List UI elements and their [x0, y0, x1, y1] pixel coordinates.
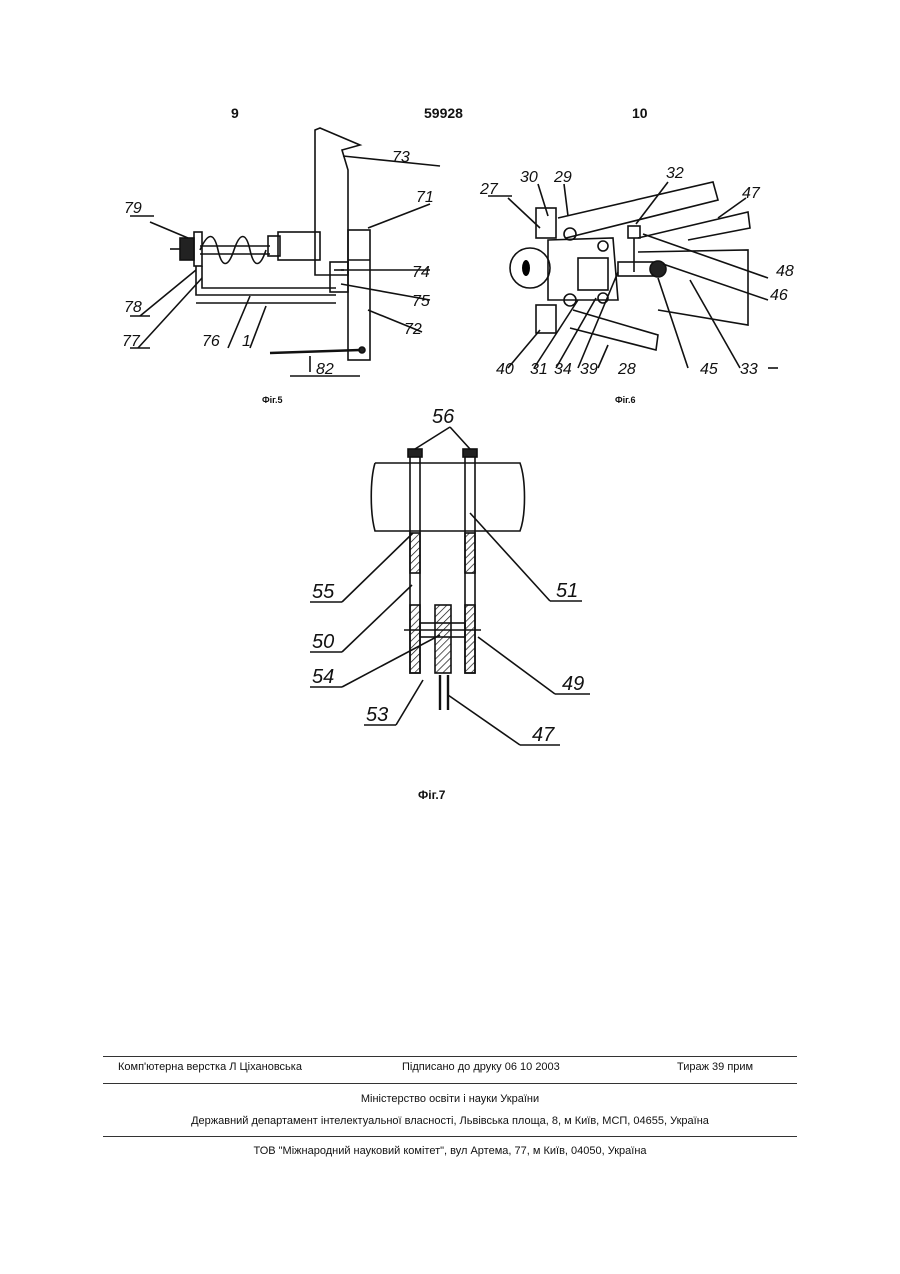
figure-5: 73 71 79 74 78 75 72 77 76 1 82 — [110, 120, 470, 385]
footer-publisher: ТОВ "Міжнародний науковий комітет", вул … — [0, 1145, 900, 1157]
fig7-caption: Фіг.7 — [418, 788, 445, 802]
fig6-label-46: 46 — [770, 287, 788, 304]
fig6-drawing — [488, 182, 778, 368]
fig7-label-53: 53 — [366, 704, 388, 726]
fig6-label-39: 39 — [580, 361, 598, 378]
fig7-label-51: 51 — [556, 580, 578, 602]
fig7-label-47: 47 — [532, 724, 555, 746]
fig6-label-48: 48 — [776, 263, 794, 280]
footer-circulation: Тираж 39 прим — [677, 1061, 753, 1073]
footer-department: Державний департамент інтелектуальної вл… — [0, 1115, 900, 1127]
fig5-label-79: 79 — [124, 200, 142, 217]
footer-typesetting: Комп'ютерна верстка Л Ціхановська — [118, 1061, 302, 1073]
fig7-label-55: 55 — [312, 581, 335, 603]
patent-number: 59928 — [424, 105, 463, 121]
fig6-label-33: 33 — [740, 361, 758, 378]
footer-signed-date: Підписано до друку 06 10 2003 — [402, 1061, 560, 1073]
fig6-label-28: 28 — [617, 361, 636, 378]
fig5-label-77: 77 — [122, 333, 141, 350]
fig6-label-31: 31 — [530, 361, 548, 378]
fig6-label-47: 47 — [742, 185, 761, 202]
page-number-right: 10 — [632, 105, 648, 121]
footer-ministry: Міністерство освіти і науки України — [0, 1093, 900, 1105]
fig5-label-82: 82 — [316, 361, 334, 378]
footer-rule-top — [103, 1056, 797, 1057]
footer-rule-middle — [103, 1083, 797, 1084]
fig5-label-76: 76 — [202, 333, 220, 350]
fig6-label-45: 45 — [700, 361, 718, 378]
fig6-label-40: 40 — [496, 361, 514, 378]
fig6-caption: Фіг.6 — [615, 395, 636, 405]
fig6-label-27: 27 — [479, 181, 499, 198]
page-number-left: 9 — [231, 105, 239, 121]
fig5-label-78: 78 — [124, 299, 142, 316]
fig7-label-49: 49 — [562, 673, 584, 695]
fig5-label-72: 72 — [404, 321, 422, 338]
fig7-label-50: 50 — [312, 631, 334, 653]
fig5-label-71: 71 — [416, 189, 434, 206]
fig7-label-56: 56 — [432, 406, 455, 428]
figure-6: 27 30 29 32 47 48 46 40 31 34 39 28 45 3… — [478, 160, 818, 385]
fig6-label-30: 30 — [520, 169, 538, 186]
fig5-label-75: 75 — [412, 293, 430, 310]
fig5-caption: Фіг.5 — [262, 395, 283, 405]
fig7-drawing — [310, 427, 590, 745]
fig5-label-74: 74 — [412, 264, 430, 281]
footer-rule-bottom — [103, 1136, 797, 1137]
fig6-label-32: 32 — [666, 165, 684, 182]
figure-7: 56 55 51 50 54 49 53 47 — [300, 405, 620, 755]
fig7-label-54: 54 — [312, 666, 334, 688]
fig6-label-34: 34 — [554, 361, 572, 378]
fig6-label-29: 29 — [553, 169, 572, 186]
fig5-label-1: 1 — [242, 333, 251, 350]
fig5-label-73: 73 — [392, 149, 410, 166]
